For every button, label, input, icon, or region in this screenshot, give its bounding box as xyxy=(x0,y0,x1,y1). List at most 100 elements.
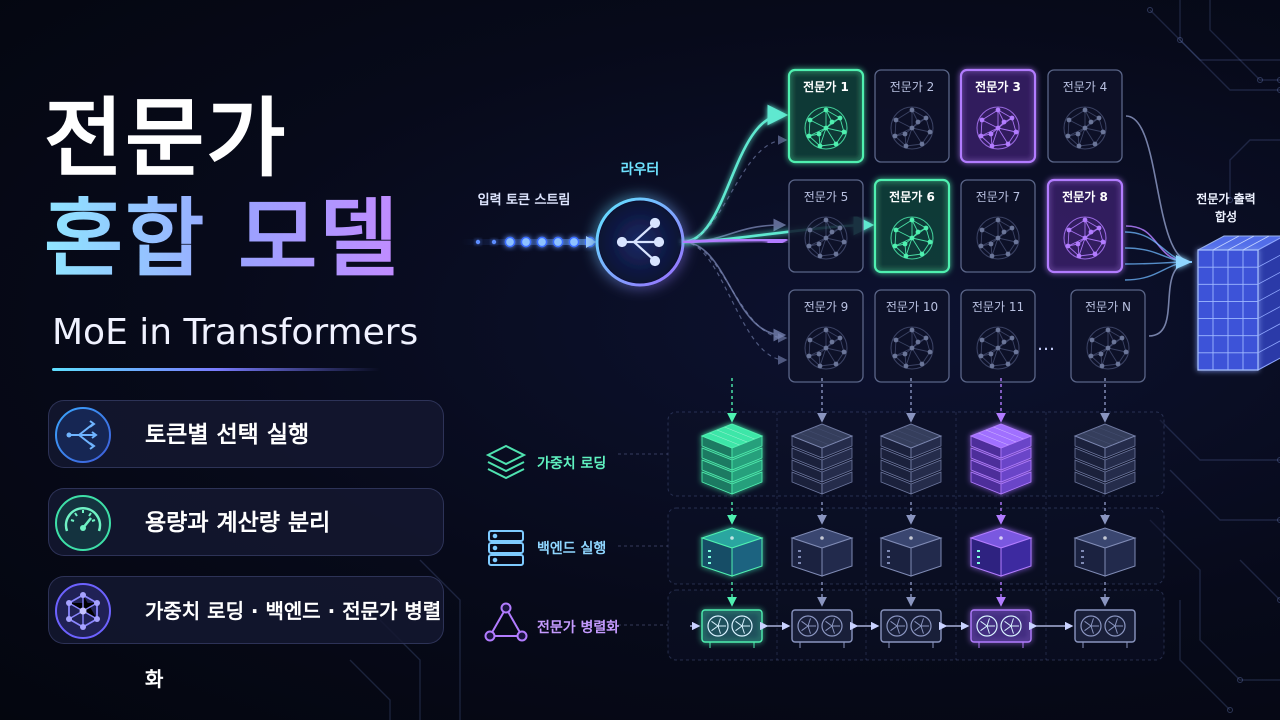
neural-network-icon xyxy=(890,326,934,370)
circuit-pad xyxy=(1227,197,1233,203)
routing-arrows-icon xyxy=(55,407,111,463)
input-token xyxy=(520,236,532,248)
neural-network-icon xyxy=(976,326,1020,370)
layers-stack-icon xyxy=(485,444,527,480)
row-label-backend-execution: 백엔드 실행 xyxy=(537,540,606,557)
output-arrow-head xyxy=(1176,255,1192,269)
server-box xyxy=(700,527,764,577)
subtitle: MoE in Transformers xyxy=(52,312,419,353)
expert-grid: 전문가 1 전문가 2 전문가 3 전문가 4 전문가 5 전문가 6 전문가 7 전문가 8… xyxy=(787,68,1146,383)
circuit-trace xyxy=(1159,419,1280,461)
expert-label: 전문가 1 xyxy=(803,79,849,94)
circuit-trace xyxy=(419,559,461,720)
expert-label: 전문가 4 xyxy=(1063,80,1108,94)
neural-network-icon xyxy=(804,326,848,370)
title-line-2: 혼합 모델 xyxy=(44,189,401,289)
title-line-1: 전문가 xyxy=(44,89,288,189)
expert-card-12: 전문가 N xyxy=(1070,289,1146,383)
weight-stack xyxy=(700,423,764,495)
neural-network-icon xyxy=(804,216,848,260)
input-stream-label: 입력 토큰 스트림 xyxy=(478,193,571,208)
expert-label: 전문가 9 xyxy=(804,300,849,314)
circuit-trace xyxy=(1209,0,1280,81)
circuit-pad xyxy=(1147,7,1153,13)
neural-network-icon xyxy=(976,216,1020,260)
input-token xyxy=(475,239,481,245)
expert-label: 전문가 10 xyxy=(886,300,938,314)
experts-ellipsis: … xyxy=(1037,334,1055,355)
output-label-line1: 전문가 출력 xyxy=(1196,191,1255,206)
circuit-trace xyxy=(1149,519,1280,681)
neural-network-icon xyxy=(1086,326,1130,370)
expert-label: 전문가 5 xyxy=(804,190,849,204)
weight-stack xyxy=(1073,423,1137,495)
expert-card-6: 전문가 6 xyxy=(873,178,951,274)
server-box xyxy=(969,527,1033,577)
expert-card-11: 전문가 11 xyxy=(960,289,1036,383)
row-label-weight-loading: 가중치 로딩 xyxy=(537,455,606,472)
route-to-expert-9 xyxy=(682,241,787,342)
gpu-card xyxy=(791,609,853,648)
expert-card-5: 전문가 5 xyxy=(788,179,864,273)
expert-card-3: 전문가 3 xyxy=(959,68,1037,164)
circuit-trace xyxy=(1169,469,1280,521)
expert-card-2: 전문가 2 xyxy=(874,69,950,163)
feature-card-parallelism: 가중치 로딩 · 백엔드 · 전문가 병렬화 xyxy=(48,576,444,691)
route-to-output xyxy=(1125,225,1193,263)
server-rack-icon xyxy=(488,530,524,566)
feature-label: 토큰별 선택 실행 xyxy=(145,422,310,448)
row-label-expert-parallelism: 전문가 병렬화 xyxy=(537,619,619,636)
expert-card-8: 전문가 8 xyxy=(1046,178,1124,274)
output-label-line2: 합성 xyxy=(1215,209,1237,224)
expert-card-4: 전문가 4 xyxy=(1047,69,1123,163)
route-dashed xyxy=(682,241,788,365)
gpu-card xyxy=(701,609,763,648)
expert-to-output-routes xyxy=(1124,115,1193,337)
circuit-pad xyxy=(1277,517,1280,523)
expert-card-7: 전문가 7 xyxy=(960,179,1036,273)
circuit-trace xyxy=(1239,559,1280,601)
input-token xyxy=(504,236,516,248)
expert-label: 전문가 6 xyxy=(889,189,935,204)
pipeline-column-1 xyxy=(700,378,764,648)
expert-label: 전문가 3 xyxy=(975,79,1021,94)
server-box xyxy=(1073,527,1137,577)
neural-network-icon xyxy=(890,216,934,260)
route-to-output xyxy=(1125,115,1193,263)
neural-network-icon xyxy=(1063,216,1107,260)
gpu-card xyxy=(1074,609,1136,648)
expert-label: 전문가 11 xyxy=(972,300,1024,314)
circuit-pad xyxy=(1227,707,1233,713)
server-box xyxy=(790,527,854,577)
circuit-pad xyxy=(1277,87,1280,93)
input-token xyxy=(568,236,580,248)
circuit-pad xyxy=(1237,677,1243,683)
feature-card-capacity: 용량과 계산량 분리 xyxy=(48,488,444,556)
route-dashed xyxy=(682,135,788,243)
circuit-trace xyxy=(1229,139,1280,200)
circuit-trace xyxy=(1179,600,1231,711)
input-token xyxy=(536,236,548,248)
circuit-trace xyxy=(1149,9,1280,61)
expert-label: 전문가 8 xyxy=(1062,189,1108,204)
expert-label: 전문가 7 xyxy=(976,190,1021,204)
feature-label: 용량과 계산량 분리 xyxy=(145,510,331,536)
circuit-pad xyxy=(1277,457,1280,463)
expert-label: 전문가 N xyxy=(1085,300,1131,314)
gpu-card xyxy=(970,609,1032,648)
route-purple-main xyxy=(682,229,789,251)
expert-card-9: 전문가 9 xyxy=(788,289,864,383)
gpu-card xyxy=(880,609,942,648)
circuit-trace xyxy=(349,659,391,720)
token-stream xyxy=(462,236,596,248)
router-branch-icon xyxy=(616,217,665,267)
pipeline-column-2 xyxy=(790,378,854,648)
route-dashed xyxy=(682,241,788,343)
circuit-trace xyxy=(1179,0,1280,91)
expert-label: 전문가 2 xyxy=(890,80,935,94)
weight-stack xyxy=(969,423,1033,495)
triangle-network-icon xyxy=(484,602,528,642)
neural-network-icon xyxy=(1063,106,1107,150)
